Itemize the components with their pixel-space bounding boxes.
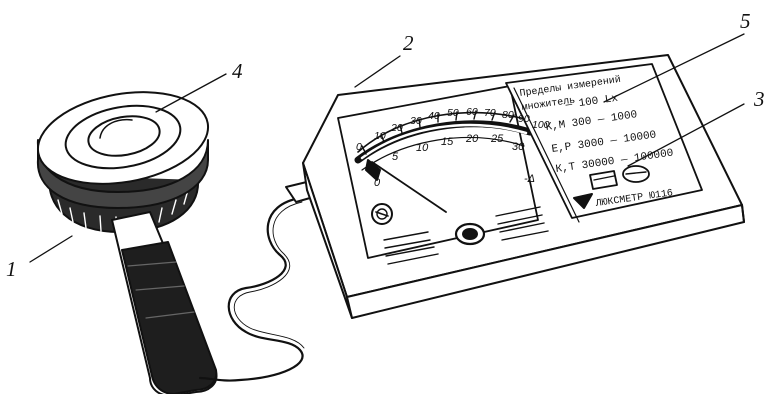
switch-button-right (622, 165, 650, 183)
meter-body (302, 54, 745, 319)
leader-lines (29, 33, 745, 263)
dial-ticks (361, 110, 515, 155)
meter-right-edge (741, 204, 745, 223)
dial-corner-mark: -Δ (524, 173, 535, 185)
callout-3: 3 (753, 87, 765, 111)
dial-top-tick-label: 50 (447, 107, 459, 119)
leader-2 (354, 55, 401, 88)
dial-bottom-tick-label: 10 (416, 142, 429, 154)
dial-bottom-tick-label: 20 (465, 133, 479, 145)
switch-button-left-mark (593, 175, 615, 181)
dial-top-tick-label: 10 (374, 130, 386, 142)
nameplate-triangle (573, 193, 593, 209)
callout-5: 5 (740, 9, 751, 33)
dial-zero-mark: 0 (374, 177, 381, 189)
dial-bottom-tick-label: 30 (512, 141, 525, 153)
vent-slots-left (383, 231, 439, 265)
dial-bottom-tick-label: 25 (490, 133, 504, 145)
dial-top-tick-label: 80 (502, 109, 514, 121)
callout-4: 4 (232, 59, 243, 83)
dial-top-tick-label: 70 (484, 107, 496, 119)
photocell-glare (99, 118, 133, 139)
limits-panel-frame (505, 63, 703, 219)
cable-wire (198, 196, 304, 382)
sensor-handle-grip (121, 241, 218, 394)
leader-4 (155, 73, 227, 113)
leader-3 (627, 103, 745, 167)
cable-wire-inner (233, 201, 305, 349)
dial-scale-band-inner (360, 123, 528, 160)
dial-top-tick-label: 30 (410, 115, 422, 127)
dial-top-tick-label: 60 (466, 106, 478, 118)
switch-button-right-mark (625, 171, 647, 175)
sensor-housing-side (36, 139, 209, 209)
photo-sensor (36, 91, 218, 394)
limits-panel-divider (513, 87, 580, 223)
vent-slots-right (495, 206, 549, 241)
callout-2: 2 (403, 31, 414, 55)
needle-pivot-shade (365, 159, 381, 181)
dial-top-tick-label: 0 (356, 141, 362, 153)
dial-bottom-tick-label: 5 (392, 151, 399, 163)
sensor-handle-highlight (127, 261, 195, 319)
callout-1: 1 (6, 257, 17, 281)
leader-5 (603, 33, 745, 103)
leader-1 (29, 235, 73, 263)
switch-button-left (589, 170, 618, 190)
zero-adjust-slot (375, 211, 389, 217)
dial-bottom-tick-label: 15 (441, 136, 454, 148)
dial-bottom-scale-labels: 5 10 15 20 25 30 (392, 133, 525, 163)
center-knob-core (462, 228, 478, 240)
dial-needle (371, 161, 447, 213)
dial-top-tick-label: 20 (390, 122, 403, 134)
dial-lower-arc (361, 137, 525, 171)
dial-top-tick-label: 90 (518, 113, 530, 125)
dial-top-tick-label: 40 (428, 110, 440, 122)
connection-cable (198, 179, 329, 382)
dial-top-tick-label: 100 (532, 119, 550, 131)
zero-adjust-inner (376, 208, 388, 220)
